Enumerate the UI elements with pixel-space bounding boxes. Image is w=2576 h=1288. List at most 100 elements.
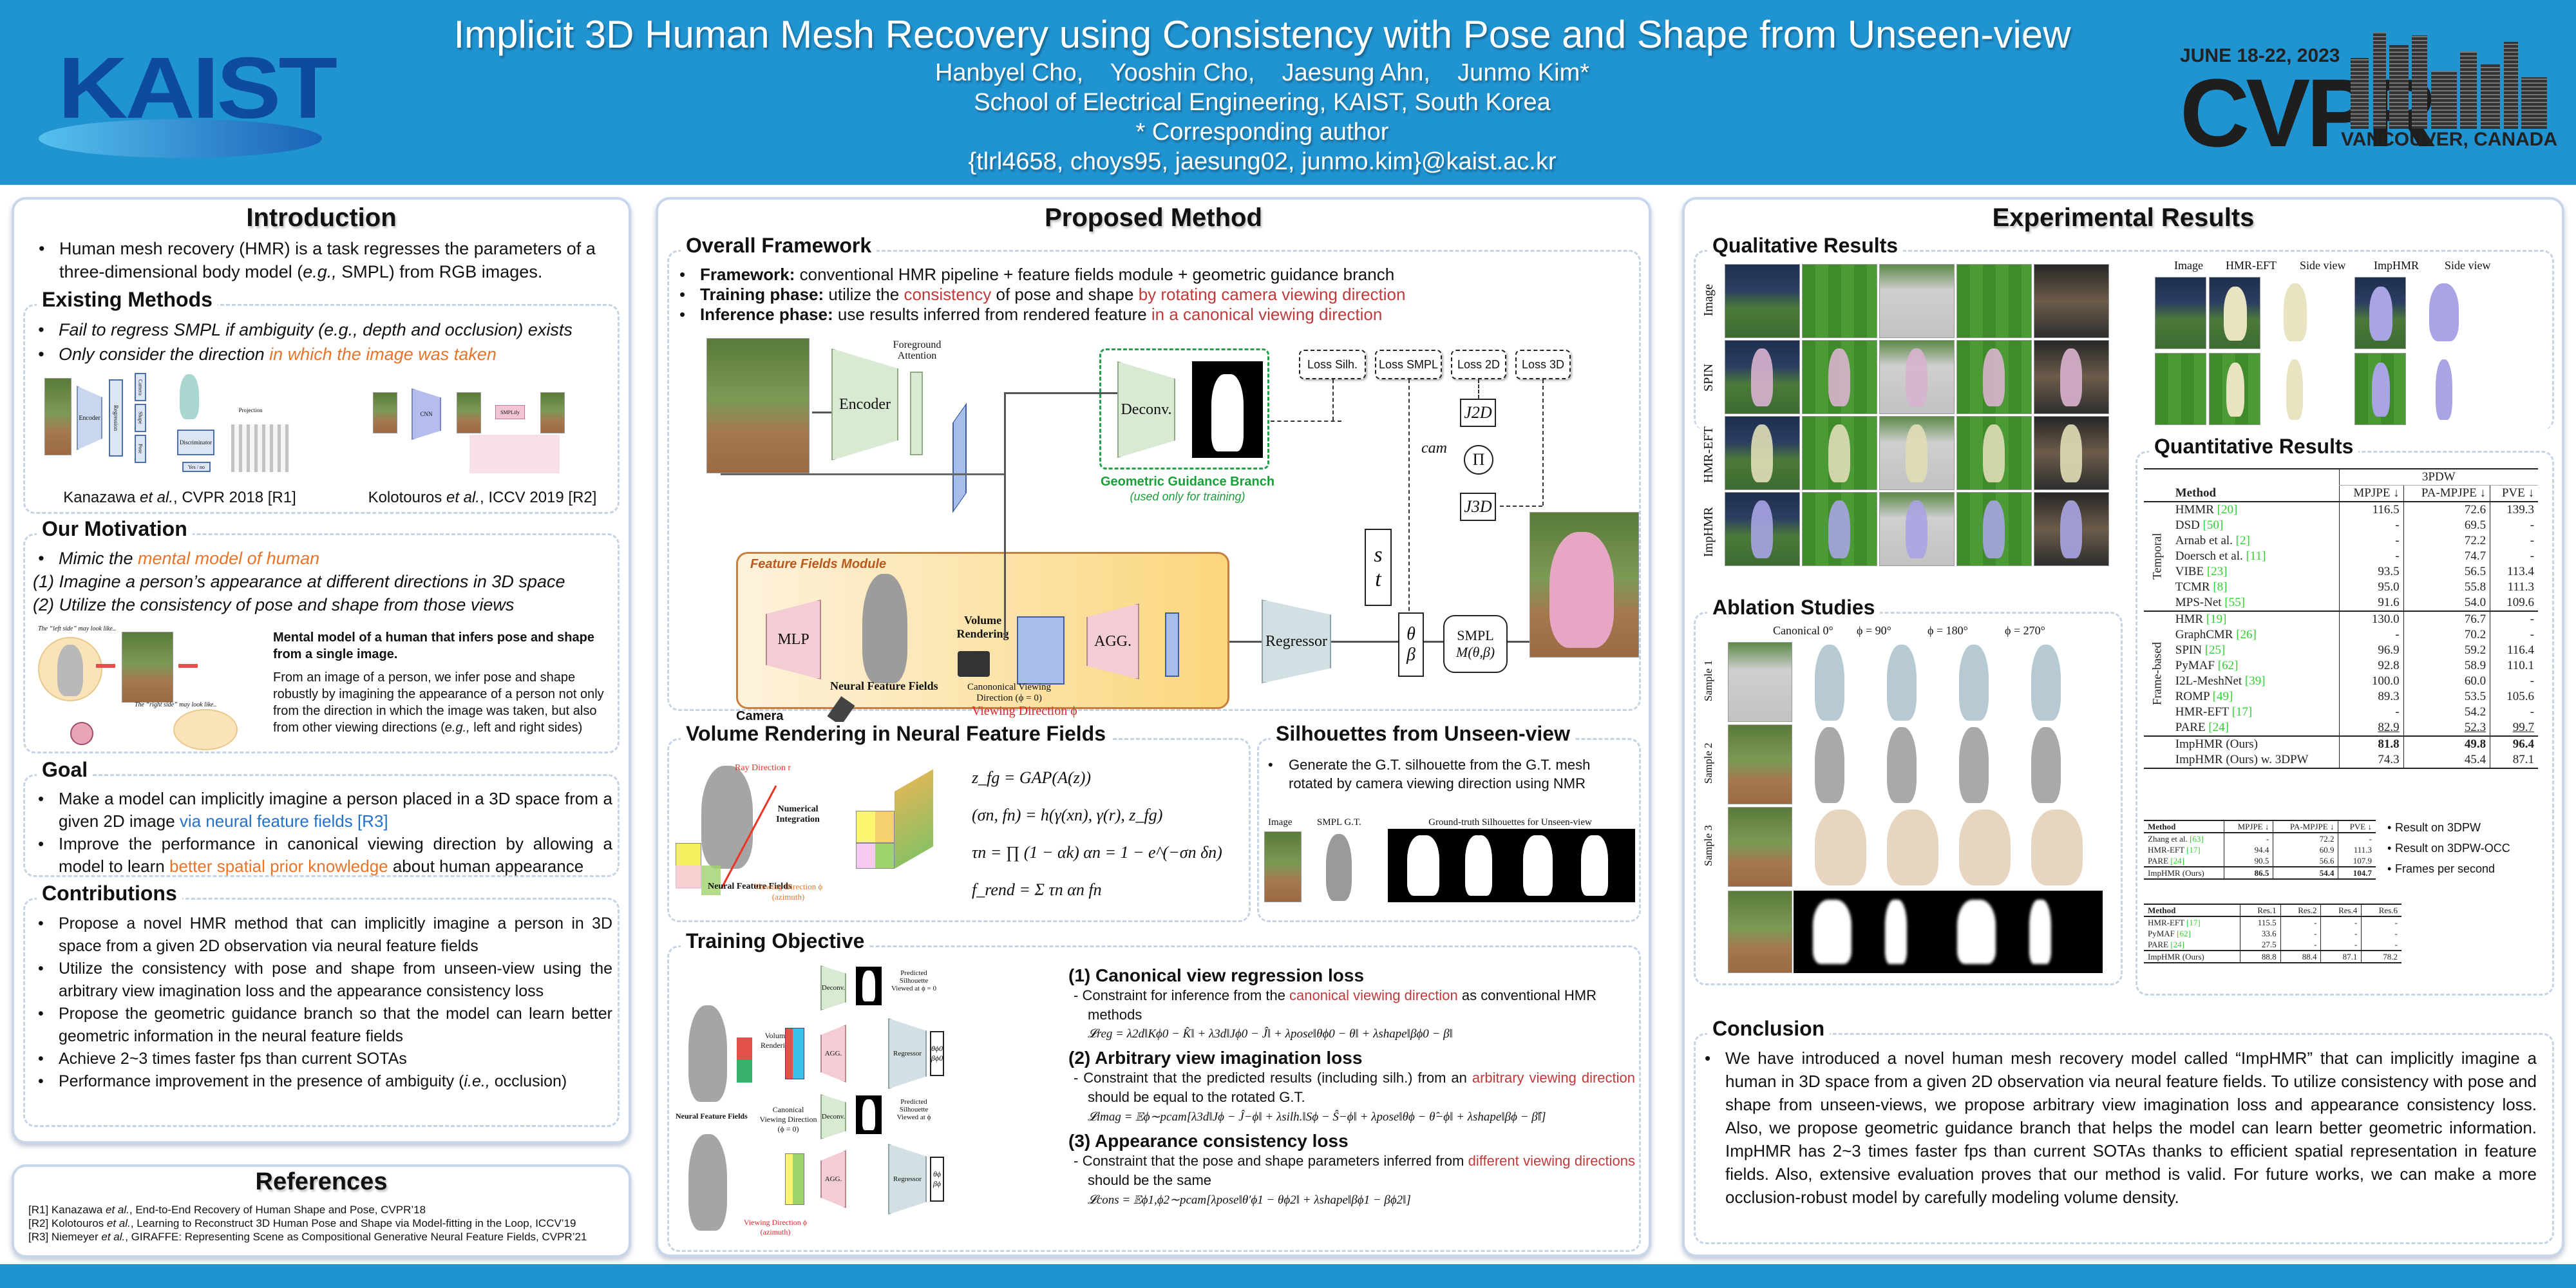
table-cell: Res.1 [2239, 904, 2281, 916]
loss2-desc: - Constraint that the predicted results … [1074, 1070, 1635, 1105]
cvpr-logo: JUNE 18-22, 2023 CVPR VANCOUVER, CANADA [2180, 26, 2560, 161]
mesh-dataset-thumbs [231, 424, 289, 472]
ablation-mesh-view [1815, 645, 1844, 721]
table-cell: I2L-MeshNet [39] [2175, 674, 2266, 688]
qualitative-thumbnail [1725, 340, 1800, 414]
mesh-overlay [1906, 424, 1927, 482]
qualitative-thumbnail [1802, 416, 1877, 490]
loss-smpl-box: Loss SMPL [1375, 350, 1442, 379]
table-cell: - [2490, 674, 2538, 689]
table-cell: 92.8 [2338, 658, 2404, 674]
table-cell: - [2338, 518, 2404, 533]
table-cell: 72.2 [2403, 533, 2490, 549]
table-cell: 72.2 [2273, 833, 2338, 844]
table-cell: 69.5 [2403, 518, 2490, 533]
training-phase-bullet: Training phase: utilize the consistency … [674, 285, 1627, 305]
silhouette-smpl-label: SMPL G.T. [1317, 817, 1361, 828]
output-mesh-image [1530, 512, 1639, 658]
table-cell: Arnab et al. [2] [2175, 534, 2250, 547]
table-cell: 76.7 [2403, 611, 2490, 627]
contributions-section: Contributions Propose a novel HMR method… [23, 882, 620, 1127]
table-cell: 111.3 [2490, 580, 2538, 595]
silhouettes-bullet: Generate the G.T. silhouette from the G.… [1263, 755, 1636, 793]
qualitative-thumbnail [1956, 416, 2032, 490]
table-cell: MPS-Net [55] [2175, 596, 2245, 609]
right-view-arrow [178, 664, 198, 668]
note-3dpw-occ: Result on 3DPW-OCC [2382, 838, 2550, 858]
spin-cnn: CNN [412, 388, 441, 440]
table-cell: HMR-EFT [17] [2148, 845, 2201, 855]
table-cell: 95.0 [2338, 580, 2404, 595]
qualitative-thumbnail [1956, 492, 2032, 566]
caption-kanazawa: Kanazawa et al., CVPR 2018 [R1] [63, 489, 296, 506]
mesh-overlay [1906, 348, 1927, 406]
table-row: DSD [50]-69.5- [2144, 518, 2538, 533]
table-cell: PVE ↓ [2490, 485, 2538, 502]
table-cell: 56.6 [2273, 855, 2338, 867]
ablation-title: Ablation Studies [1707, 596, 1880, 620]
table-cell: PARE [24] [2148, 940, 2184, 949]
table-cell: PA-MPJPE ↓ [2273, 820, 2338, 833]
qualitative-thumbnail [1879, 264, 1955, 338]
note-3dpw: Result on 3DPW [2382, 817, 2550, 838]
hmr-pose: Pose [135, 435, 146, 463]
table-cell: 59.2 [2403, 643, 2490, 658]
table-cell: 116.5 [2338, 502, 2404, 518]
train-pred-silhouette-0 [856, 967, 882, 1005]
ablation-sample-photo [1728, 724, 1792, 804]
hmr-yes-no: Yes / no [182, 462, 211, 472]
poster-footer [0, 1264, 2576, 1288]
results-title: Experimental Results [1992, 204, 2255, 232]
table-cell: - [2320, 928, 2362, 939]
train-regressor-1: Regressor [888, 1018, 927, 1089]
ggb-title: Geometric Guidance Branch [1100, 475, 1275, 489]
ray-direction-label: Ray Direction r [735, 763, 791, 773]
table-cell: 88.8 [2239, 951, 2281, 963]
qualitative-thumbnail [1725, 416, 1800, 490]
runner-photo [44, 378, 71, 455]
mesh-overlay [1751, 500, 1773, 558]
table-cell: 60.0 [2403, 674, 2490, 689]
motivation-bullet: Mimic the mental model of human [33, 547, 612, 570]
table-row: Zhang et al. [63]-72.2- [2144, 833, 2376, 844]
table-cell: 91.6 [2338, 595, 2404, 611]
train-agg-1: AGG. [820, 1025, 846, 1083]
framework-section: Overall Framework Framework: conventiona… [667, 234, 1641, 726]
table-row: Doersch et al. [11]-74.7- [2144, 549, 2538, 564]
table-cell: 54.2 [2403, 705, 2490, 720]
table-cell: 60.9 [2273, 844, 2338, 855]
foreground-attention-block [910, 372, 923, 455]
nff-label: Neural Feature Fields [830, 679, 938, 692]
qualitative-title: Qualitative Results [1707, 234, 1904, 258]
feature-vector [952, 402, 967, 513]
left-side-label: The “left side” may look like.. [38, 625, 116, 632]
table-header-row: 3PDW [2144, 469, 2538, 486]
mesh-overlay [1751, 348, 1773, 406]
hmr-camera: Camera [135, 373, 146, 401]
deconv-block: Deconv. [1117, 361, 1175, 458]
ablation-sample-photo [1728, 891, 1792, 973]
table-cell: 74.7 [2403, 549, 2490, 564]
j3d-box: J3D [1460, 493, 1496, 521]
loss1-desc: - Constraint for inference from the cano… [1074, 987, 1596, 1023]
encoder-block: Encoder [831, 348, 898, 460]
qualitative-thumbnail [1802, 492, 1877, 566]
table-cell: - [2338, 627, 2404, 643]
table-cell: Method [2148, 905, 2176, 915]
ablation-mesh-view [1887, 810, 1938, 886]
train-pred-silhouette-phi [856, 1095, 882, 1134]
mlp-block: MLP [766, 600, 821, 679]
note-fps: Frames per second [2382, 858, 2550, 879]
table-cell: 55.8 [2403, 580, 2490, 595]
table-cell: - [2338, 833, 2376, 844]
table-cell: 90.5 [2223, 855, 2273, 867]
goal-title: Goal [37, 758, 93, 782]
training-objective-title: Training Objective [681, 929, 870, 953]
train-regressor-2: Regressor [888, 1144, 927, 1215]
silhouettes-title: Silhouettes from Unseen-view [1271, 722, 1575, 746]
table-cell: - [2361, 928, 2401, 939]
ablation-sample-photo [1728, 807, 1792, 887]
